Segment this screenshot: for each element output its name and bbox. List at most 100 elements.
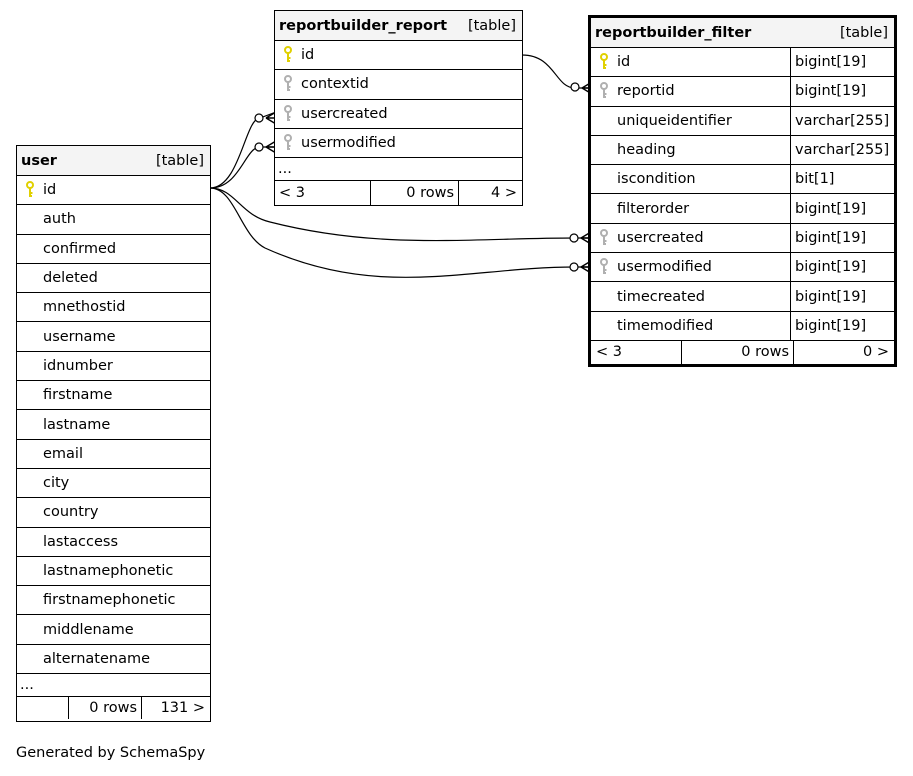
column-row[interactable]: usercreated xyxy=(275,100,522,129)
column-name: lastnamephonetic xyxy=(43,563,174,579)
generated-by-label: Generated by SchemaSpy xyxy=(16,745,206,761)
column-name: uniqueidentifier xyxy=(617,112,732,129)
column-row[interactable]: uniqueidentifier varchar[255] xyxy=(591,106,894,136)
column-name: reportid xyxy=(617,83,675,100)
table-kind: [table] xyxy=(467,17,516,34)
column-icon-slot xyxy=(591,194,617,222)
footer-children[interactable]: 131 > xyxy=(141,697,210,720)
column-row[interactable]: contextid xyxy=(275,70,522,100)
edge-report-filter-reportid xyxy=(521,54,590,89)
edge-zero-marker xyxy=(254,142,264,152)
column-name: iscondition xyxy=(617,171,696,188)
edge-zero-marker xyxy=(569,233,579,243)
column-type: varchar[255] xyxy=(790,106,894,135)
column-icon-slot xyxy=(17,469,43,497)
column-name: usermodified xyxy=(617,259,712,276)
edge-user-filter-usercreated xyxy=(209,187,590,242)
column-icon-slot xyxy=(17,615,43,643)
column-row[interactable]: lastnamephonetic xyxy=(17,557,210,587)
column-name: lastname xyxy=(43,416,111,433)
column-icon-slot xyxy=(591,312,617,340)
column-row[interactable]: middlename xyxy=(17,615,210,645)
column-name: username xyxy=(43,328,116,345)
foreign-key-icon xyxy=(275,100,301,128)
column-row[interactable]: id xyxy=(275,41,522,71)
more-columns-ellipsis: ... xyxy=(17,674,210,698)
column-icon-slot xyxy=(17,235,43,263)
footer-children[interactable]: 4 > xyxy=(458,181,522,206)
column-name: contextid xyxy=(301,76,369,93)
table-reportbuilder-report[interactable]: reportbuilder_report [table] id contextid… xyxy=(274,10,523,206)
column-name: city xyxy=(43,475,70,492)
column-type: bigint[19] xyxy=(790,253,894,282)
column-icon-slot xyxy=(17,528,43,556)
column-name: id xyxy=(301,47,315,64)
column-row[interactable]: email xyxy=(17,440,210,469)
foreign-key-icon xyxy=(591,77,617,105)
more-columns-ellipsis: ... xyxy=(275,158,522,182)
foreign-key-icon xyxy=(275,70,301,98)
column-row[interactable]: lastname xyxy=(17,410,210,440)
edge-zero-marker xyxy=(254,113,264,123)
column-row[interactable]: auth xyxy=(17,205,210,235)
column-row[interactable]: deleted xyxy=(17,264,210,294)
column-row[interactable]: country xyxy=(17,498,210,528)
column-icon-slot xyxy=(17,498,43,526)
footer-rowcount: 0 rows xyxy=(681,340,793,364)
table-footer: < 3 0 rows 4 > xyxy=(275,181,522,206)
column-row[interactable]: lastaccess xyxy=(17,528,210,557)
column-row[interactable]: usermodified xyxy=(275,129,522,159)
footer-rowcount: 0 rows xyxy=(370,181,458,206)
column-row[interactable]: usermodified bigint[19] xyxy=(591,253,894,283)
column-row[interactable]: mnethostid xyxy=(17,293,210,323)
column-name: timecreated xyxy=(617,288,705,305)
column-name: firstnamephonetic xyxy=(43,592,176,609)
column-row[interactable]: id xyxy=(17,176,210,206)
column-icon-slot xyxy=(591,136,617,164)
column-name: id xyxy=(43,182,57,199)
column-row[interactable]: alternatename xyxy=(17,645,210,675)
foreign-key-icon xyxy=(275,129,301,157)
column-row[interactable]: idnumber xyxy=(17,352,210,382)
table-header: reportbuilder_filter [table] xyxy=(591,18,894,48)
column-type: bigint[19] xyxy=(790,282,894,311)
column-name: heading xyxy=(617,142,676,159)
column-row[interactable]: firstname xyxy=(17,381,210,411)
footer-rowcount: 0 rows xyxy=(68,697,141,720)
column-row[interactable]: city xyxy=(17,469,210,499)
edge-zero-marker xyxy=(569,262,579,272)
table-header: user [table] xyxy=(17,146,210,176)
table-name: reportbuilder_report xyxy=(279,17,448,34)
table-header: reportbuilder_report [table] xyxy=(275,11,522,41)
column-type: bit[1] xyxy=(790,165,894,194)
column-icon-slot xyxy=(591,282,617,310)
column-row[interactable]: confirmed xyxy=(17,235,210,264)
edge-user-filter-usermodified xyxy=(209,187,590,278)
column-row[interactable]: timecreated bigint[19] xyxy=(591,282,894,312)
column-icon-slot xyxy=(591,165,617,193)
column-icon-slot xyxy=(17,586,43,614)
column-row[interactable]: username xyxy=(17,322,210,352)
column-name: deleted xyxy=(43,270,98,287)
footer-parents[interactable]: < 3 xyxy=(596,344,622,361)
column-row[interactable]: iscondition bit[1] xyxy=(591,165,894,195)
foreign-key-icon xyxy=(591,253,617,281)
footer-parents[interactable] xyxy=(17,697,68,719)
footer-children[interactable]: 0 > xyxy=(793,340,894,364)
column-type: bigint[19] xyxy=(790,311,894,340)
table-footer: < 3 0 rows 0 > xyxy=(591,340,894,364)
column-name: country xyxy=(43,504,99,521)
column-row[interactable]: firstnamephonetic xyxy=(17,586,210,616)
foreign-key-icon xyxy=(591,224,617,252)
primary-key-icon xyxy=(17,176,43,204)
table-footer: 0 rows 131 > xyxy=(17,697,210,720)
footer-parents[interactable]: < 3 xyxy=(279,185,305,202)
